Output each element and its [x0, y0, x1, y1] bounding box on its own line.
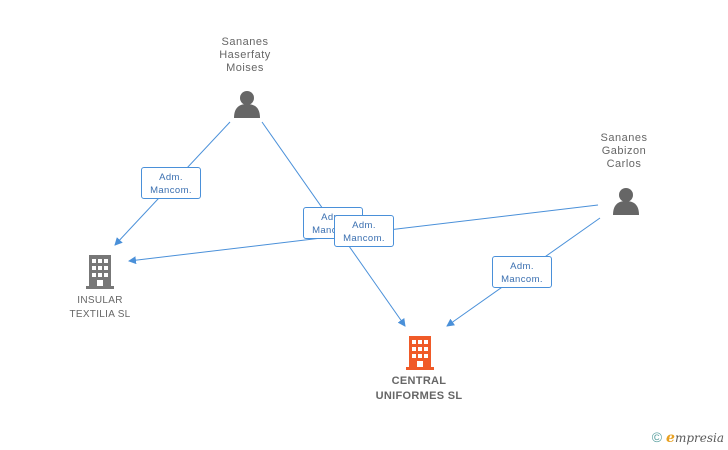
- relation-label[interactable]: Adm. Mancom.: [334, 215, 394, 247]
- brand-logo-letter: e: [666, 430, 675, 446]
- relation-role: Adm.: [352, 220, 376, 231]
- relation-role: Adm.: [321, 212, 345, 223]
- person-name-line: Haserfaty: [219, 49, 271, 61]
- relation-role: Mancom.: [501, 274, 543, 285]
- relation-role: Mancom.: [343, 233, 385, 244]
- person-icon: [613, 188, 639, 215]
- building-icon: [86, 255, 114, 289]
- company-name-line: INSULAR: [77, 295, 123, 306]
- person-name-line: Moises: [226, 62, 264, 74]
- person-label[interactable]: Sananes Haserfaty Moises: [195, 36, 295, 75]
- relation-role: Mancom.: [312, 225, 354, 236]
- relation-role: Adm.: [510, 261, 534, 272]
- building-icon: [406, 336, 434, 370]
- company-name-line: TEXTILIA SL: [69, 309, 131, 320]
- copyright-symbol: ©: [651, 429, 663, 445]
- brand-logo-text: mpresia: [674, 431, 724, 445]
- person-name-line: Carlos: [606, 158, 642, 170]
- person-label[interactable]: Sananes Gabizon Carlos: [573, 132, 675, 171]
- company-label[interactable]: CENTRAL UNIFORMES SL: [360, 374, 478, 404]
- person-icon: [234, 91, 260, 118]
- relation-label[interactable]: Adm. Mancom.: [492, 256, 552, 288]
- brand-watermark: ©empresia: [652, 429, 724, 446]
- company-label[interactable]: INSULAR TEXTILIA SL: [50, 294, 150, 322]
- company-name-line: CENTRAL: [391, 375, 447, 387]
- person-name-line: Sananes: [600, 132, 648, 144]
- person-name-line: Gabizon: [601, 145, 647, 157]
- person-name-line: Sananes: [221, 36, 269, 48]
- company-name-line: UNIFORMES SL: [375, 390, 463, 402]
- relation-role: Mancom.: [150, 185, 192, 196]
- relation-role: Adm.: [159, 172, 183, 183]
- relation-label[interactable]: Adm. Mancom.: [141, 167, 201, 199]
